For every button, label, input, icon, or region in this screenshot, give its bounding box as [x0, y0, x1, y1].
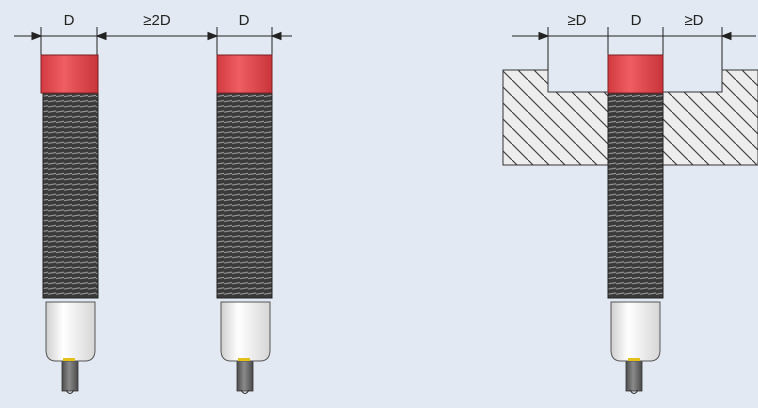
arrowhead — [720, 31, 732, 41]
dimension-label-clearance: ≥D — [684, 12, 703, 29]
cable-end — [629, 389, 639, 394]
dimension-label-d: D — [631, 12, 642, 29]
dimension-label-spacing: ≥2D — [143, 12, 171, 29]
sensor-face — [216, 54, 273, 94]
sensor-housing — [610, 301, 661, 362]
right-figure: ≥D D ≥D — [502, 12, 758, 394]
arrowhead — [538, 31, 550, 41]
sensor-housing — [45, 301, 96, 362]
sensor-face — [607, 54, 664, 94]
sensor-thread — [607, 92, 664, 299]
cable-end — [65, 389, 75, 394]
arrowhead — [207, 31, 219, 41]
sensor-thread — [42, 92, 99, 299]
arrowhead — [95, 31, 107, 41]
right-dimension-line — [512, 27, 756, 70]
arrowhead — [270, 31, 282, 41]
sensor-thread — [216, 92, 273, 299]
dimension-label-d: D — [64, 12, 75, 29]
sensor-left-1 — [40, 54, 99, 394]
sensor-face — [40, 54, 99, 94]
status-led — [63, 358, 75, 361]
arrowhead — [31, 31, 43, 41]
dimension-label-d: D — [239, 12, 250, 29]
left-figure: D ≥2D D — [14, 12, 292, 394]
status-led — [628, 358, 640, 361]
dimension-label-clearance: ≥D — [567, 12, 586, 29]
status-led — [238, 358, 250, 361]
sensor-housing — [220, 301, 271, 362]
left-dimension-line — [14, 27, 292, 58]
cable-end — [240, 389, 250, 394]
sensor-left-2 — [216, 54, 273, 394]
sensor-right — [607, 54, 664, 394]
